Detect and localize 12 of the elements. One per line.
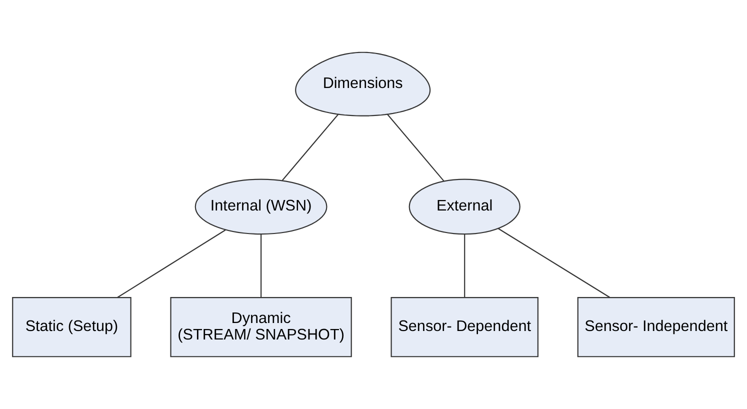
- node-box: Sensor- Independent: [577, 296, 735, 358]
- node-box: Static (Setup): [12, 296, 132, 358]
- connector: [282, 114, 339, 181]
- connector: [464, 234, 466, 298]
- node-ellipse: External: [408, 178, 520, 235]
- node-box: Sensor- Dependent: [390, 296, 538, 358]
- connector: [117, 230, 226, 298]
- connector: [498, 228, 610, 298]
- node-box: Dynamic (STREAM/ SNAPSHOT): [170, 296, 352, 358]
- node-ellipse: Internal (WSN): [194, 178, 328, 235]
- connector: [387, 114, 444, 182]
- connector: [260, 234, 262, 298]
